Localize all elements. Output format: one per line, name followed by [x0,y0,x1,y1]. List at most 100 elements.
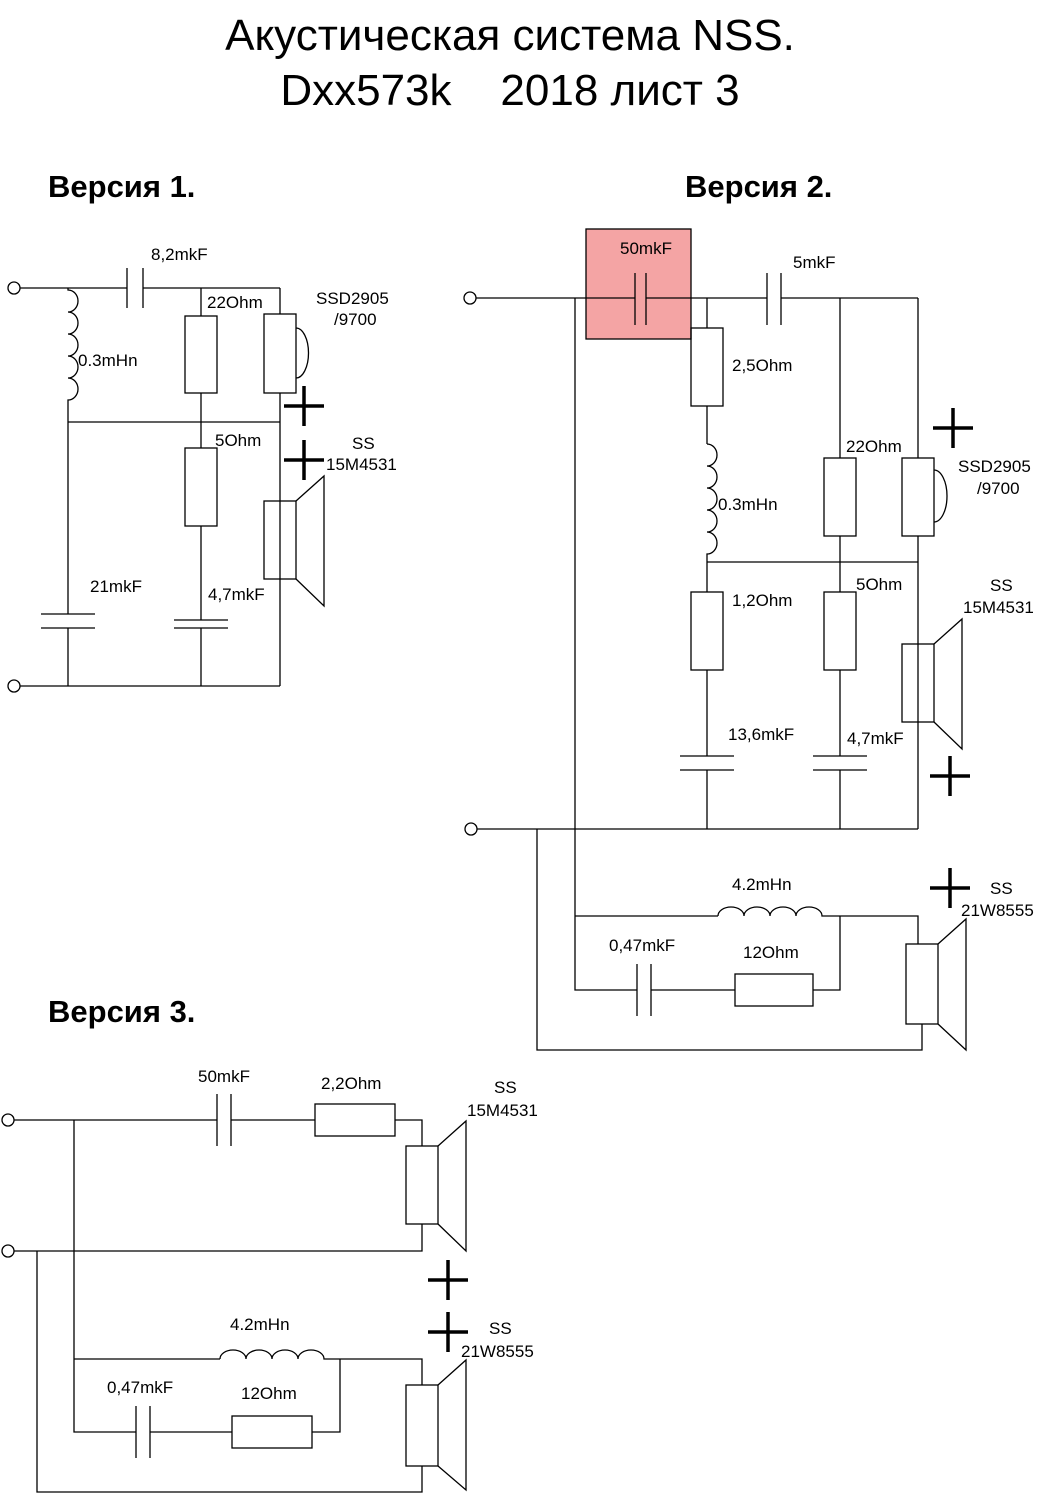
v2-resistor-2-5ohm-label: 2,5Ohm [732,356,792,375]
v1-midrange-cone [295,474,325,608]
v2-woofer-input-wire [574,298,841,991]
v3-woofer-capacitor [135,1406,151,1458]
v2-resistor-22ohm [823,457,857,537]
version-1-schematic: Версия 1. 8,2mkF 0.3mHn 22Ohm SSD2905 /9… [7,169,397,693]
v2-inductor [706,443,718,592]
sheet-title-line2: Dxx573k 2018 лист 3 [280,66,739,115]
v2-inductor-label: 0.3mHn [718,495,778,514]
v3-woofer-input-wire [73,1120,341,1433]
v2-plus-icon-tweeter [933,408,973,448]
v1-plus-icon-mid [284,440,324,480]
v1-resistor-22ohm-label: 22Ohm [207,293,263,312]
v2-zobel-capacitor [813,755,867,771]
v2-resistor-2-5ohm [690,327,724,407]
v2-resistor-1-2ohm-label: 1,2Ohm [732,591,792,610]
version-2-schematic: Версия 2. 50mkF 5mkF 2,5Ohm 0.3mHn 22Ohm [463,169,1034,1052]
v2-woofer-capacitor-label: 0,47mkF [609,936,675,955]
v3-input-terminal-bottom [1,1244,15,1258]
v2-resistor-5ohm-label: 5Ohm [856,575,902,594]
v3-woofer-label-1: SS [489,1319,512,1338]
v3-series-capacitor-label: 50mkF [198,1067,250,1086]
sheet-title-line1: Акустическая система NSS. [225,11,795,60]
v2-resistor-5ohm [823,591,857,671]
v2-midrange-speaker [901,643,935,723]
v1-input-terminal-bottom [7,679,21,693]
v2-resistor-1-2ohm [690,591,724,671]
version-3-heading: Версия 3. [48,994,195,1029]
v3-series-resistor [314,1103,396,1137]
v2-woofer-label-1: SS [990,879,1013,898]
v3-woofer-resistor-label: 12Ohm [241,1384,297,1403]
v2-input-terminal-top [463,291,477,305]
v1-midrange-speaker [263,500,297,580]
v2-shunt-capacitor-label: 13,6mkF [728,725,794,744]
v2-tweeter-label-2: /9700 [977,479,1020,498]
v2-zobel-capacitor-label: 4,7mkF [847,729,904,748]
v1-series-capacitor-label: 8,2mkF [151,245,208,264]
version-1-heading: Версия 1. [48,169,195,204]
v1-resistor-5ohm-label: 5Ohm [215,431,261,450]
v3-plus-icon-midrange [428,1260,468,1300]
v1-zobel-capacitor [174,619,228,629]
v3-woofer-resistor [231,1415,313,1449]
v2-tweeter [901,457,935,537]
v2-woofer-label-2: 21W8555 [961,901,1034,920]
v2-woofer-resistor-label: 12Ohm [743,943,799,962]
v2-tweeter-label-1: SSD2905 [958,457,1031,476]
v1-input-terminal-top [7,281,21,295]
v2-woofer-inductor [717,906,919,944]
v2-tweeter-dome [933,469,948,523]
v1-tweeter-dome [295,327,310,379]
v2-resistor-22ohm-label: 22Ohm [846,437,902,456]
v1-tweeter-label-1: SSD2905 [316,289,389,308]
v1-midrange-label-1: SS [352,434,375,453]
v1-inductor-label: 0.3mHn [78,351,138,370]
v3-woofer-speaker [405,1384,439,1467]
v3-woofer-label-2: 21W8555 [461,1342,534,1361]
v2-series-capacitor-label: 5mkF [793,253,836,272]
v2-midrange-label-2: 15M4531 [963,598,1034,617]
v3-mid-return-wire [14,1224,423,1252]
v1-tweeter [263,313,297,394]
v2-highlight-box [585,228,692,340]
v3-input-terminal-top [1,1113,15,1127]
v1-inductor [67,288,79,422]
v1-shunt-capacitor [41,613,95,629]
v1-series-capacitor [126,268,144,308]
v3-series-capacitor [216,1094,232,1146]
v2-plus-icon-woofer [930,868,970,908]
v1-shunt-capacitor-label: 21mkF [90,577,142,596]
v2-woofer-cone [937,917,967,1052]
v2-woofer-capacitor [636,964,652,1016]
v3-woofer-return-wire [36,1251,423,1493]
v1-zobel-capacitor-label: 4,7mkF [208,585,265,604]
v3-midrange-cone [437,1119,467,1253]
v2-woofer-speaker [905,943,939,1025]
v3-midrange-label-1: SS [494,1078,517,1097]
v2-woofer-return-wire [536,829,923,1051]
v3-woofer-cone [437,1358,467,1492]
v1-midrange-label-2: 15M4531 [326,455,397,474]
v1-plus-icon-tweeter [284,386,324,426]
v3-woofer-inductor [219,1349,423,1385]
v3-midrange-label-2: 15M4531 [467,1101,538,1120]
v3-mid-top-wire [14,1119,423,1146]
v2-highlight-capacitor [634,273,647,325]
v2-highlight-capacitor-label: 50mkF [620,239,672,258]
v2-plus-icon-midrange [930,756,970,796]
v2-series-capacitor [766,273,782,325]
v3-midrange-speaker [405,1145,439,1225]
v1-tweeter-label-2: /9700 [334,310,377,329]
v2-midrange-cone [933,617,963,751]
v3-woofer-inductor-label: 4.2mHn [230,1315,290,1334]
v2-woofer-resistor [734,973,814,1007]
v2-woofer-inductor-label: 4.2mHn [732,875,792,894]
v2-shunt-capacitor [680,755,734,771]
v1-resistor-22ohm [184,315,218,394]
v3-series-resistor-label: 2,2Ohm [321,1074,381,1093]
v2-input-terminal-bottom [464,822,478,836]
version-2-heading: Версия 2. [685,169,832,204]
version-3-schematic: Версия 3. 50mkF 2,2Ohm SS 15M4531 4.2mHn… [1,994,538,1493]
v3-woofer-capacitor-label: 0,47mkF [107,1378,173,1397]
